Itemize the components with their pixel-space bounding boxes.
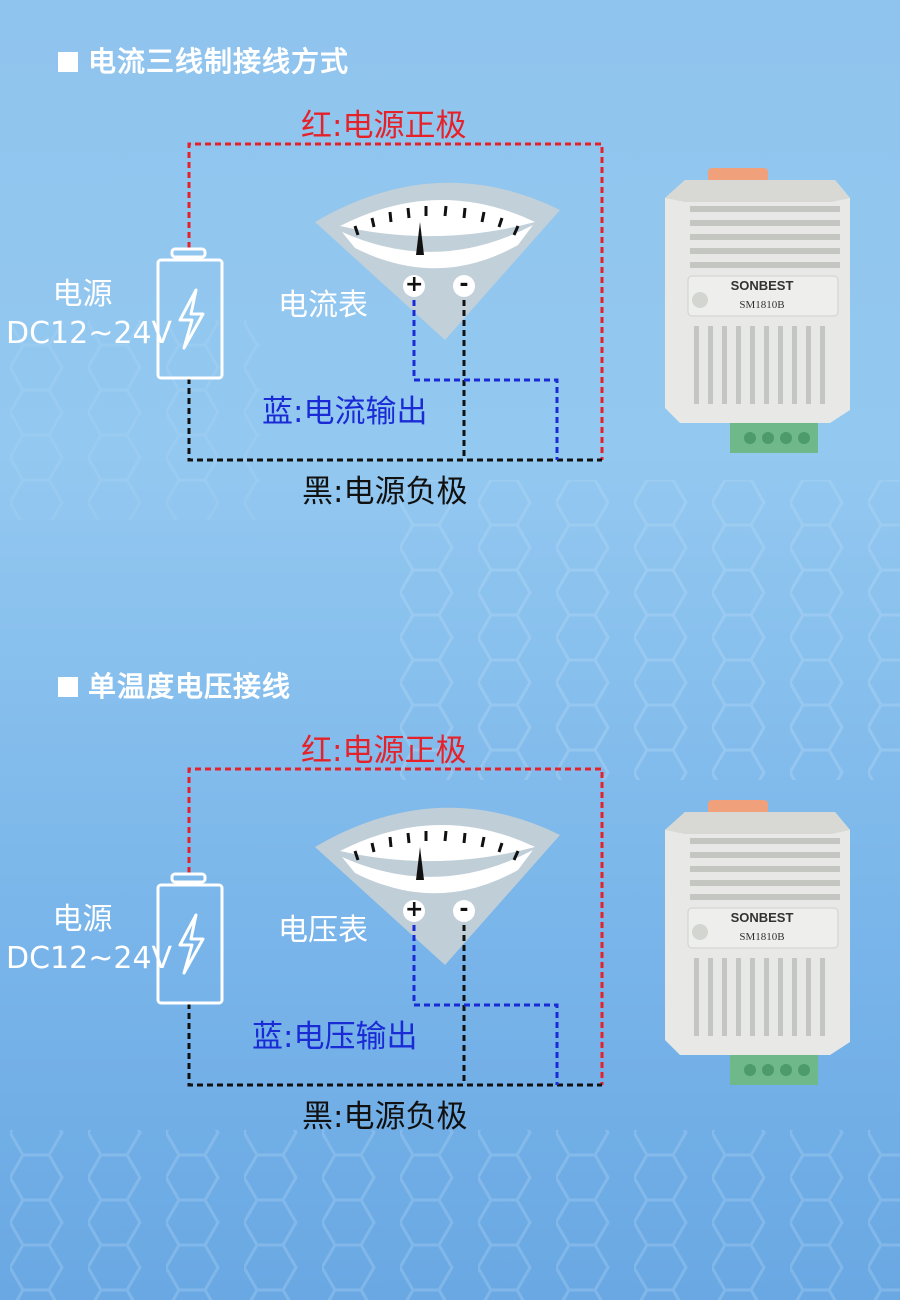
device-model: SM1810B bbox=[739, 299, 784, 311]
meter-label: 电流表 bbox=[278, 288, 368, 323]
power-voltage-label: DC12~24V bbox=[6, 941, 173, 976]
wiring-diagram bbox=[156, 142, 604, 462]
blue-wire-label: 蓝:电流输出 bbox=[262, 394, 428, 430]
power-label: 电源 bbox=[52, 902, 113, 937]
black-wire-label: 黑:电源负极 bbox=[302, 474, 468, 510]
meter-dial bbox=[315, 807, 560, 965]
sensor-device-image: SONBEST SM1810B bbox=[665, 800, 850, 1085]
blue-wire bbox=[412, 925, 559, 1085]
meter-label: 电压表 bbox=[278, 913, 368, 948]
red-wire-label: 红:电源正极 bbox=[301, 108, 467, 144]
device-model: SM1810B bbox=[739, 931, 784, 943]
sensor-device-image: SONBEST SM1810B bbox=[665, 168, 850, 453]
power-supply-icon bbox=[156, 872, 224, 1005]
section-title-text: 电流三线制接线方式 bbox=[88, 45, 350, 78]
blue-wire bbox=[412, 300, 559, 460]
blue-wire-label: 蓝:电压输出 bbox=[252, 1019, 418, 1055]
power-label: 电源 bbox=[52, 277, 113, 312]
minus-terminal-label: - bbox=[459, 897, 469, 922]
device-brand: SONBEST bbox=[731, 278, 794, 293]
section-title-text: 单温度电压接线 bbox=[88, 670, 292, 703]
bullet-square-icon bbox=[58, 677, 78, 697]
device-brand: SONBEST bbox=[731, 910, 794, 925]
red-wire bbox=[187, 767, 604, 1085]
section-voltage-wiring: 单温度电压接线 红:电源正极 蓝:电压输出 黑: bbox=[0, 625, 900, 1185]
bullet-square-icon bbox=[58, 52, 78, 72]
plus-terminal-label: + bbox=[405, 897, 424, 922]
black-wire-label: 黑:电源负极 bbox=[302, 1099, 468, 1135]
meter-dial bbox=[315, 182, 560, 340]
section-current-wiring: 电流三线制接线方式 红:电 bbox=[0, 0, 900, 560]
section-title: 单温度电压接线 bbox=[58, 665, 291, 705]
plus-terminal-label: + bbox=[405, 272, 424, 297]
red-wire bbox=[187, 142, 604, 460]
power-voltage-label: DC12~24V bbox=[6, 316, 173, 351]
red-wire-label: 红:电源正极 bbox=[301, 733, 467, 769]
minus-terminal-label: - bbox=[459, 272, 469, 297]
power-supply-icon bbox=[156, 247, 224, 380]
black-wire bbox=[187, 378, 602, 462]
wiring-diagram bbox=[156, 767, 604, 1087]
section-title: 电流三线制接线方式 bbox=[58, 40, 349, 80]
black-wire bbox=[187, 1003, 602, 1087]
